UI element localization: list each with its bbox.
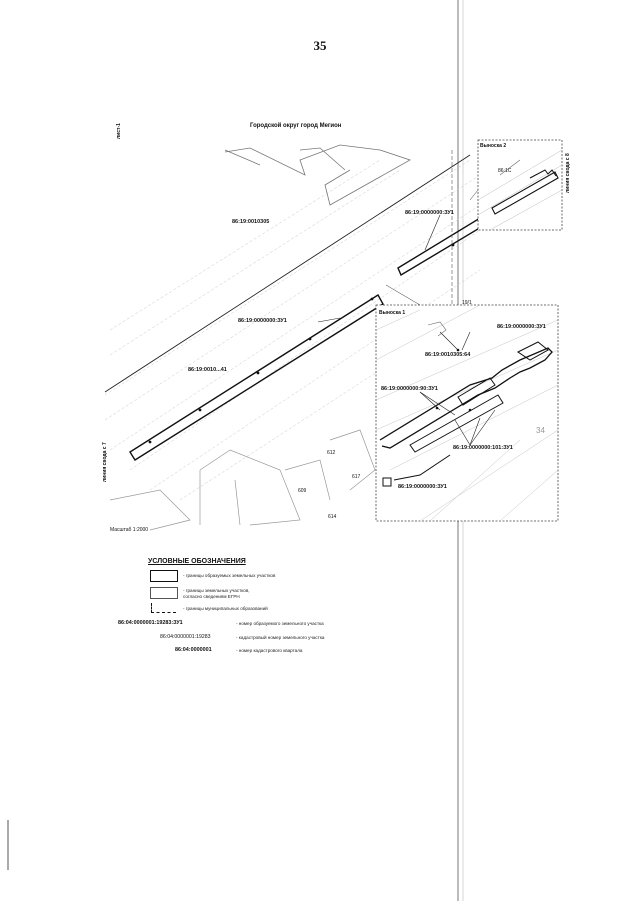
- block-label: 86:19:0010305: [232, 219, 270, 225]
- legend-title: УСЛОВНЫЕ ОБОЗНАЧЕНИЯ: [148, 558, 246, 565]
- map-scale: Масштаб 1:2000: [110, 527, 149, 533]
- callout-1-parcel-a: 86:19:0000000:ЗУ1: [497, 324, 546, 330]
- callout-1-number-34: 34: [536, 426, 545, 435]
- number-bottom: 614: [328, 514, 337, 520]
- side-label-right: линия свода с 8: [565, 153, 571, 193]
- side-label-top-left: лист-1: [116, 123, 122, 139]
- legend-symbol-egrn-parcel: [150, 587, 178, 599]
- callout-2-parcel: 86:1С: [498, 168, 512, 174]
- callout-1-parcel-d: 86:19:0000000:101:ЗУ1: [453, 445, 513, 451]
- callout-1-top-number: 19/1: [462, 300, 472, 306]
- legend-code-cadastral: 86:04:0000001:19283: [160, 634, 211, 640]
- legend-row-egrn-parcel: - границы земельных участков, согласно с…: [183, 588, 250, 599]
- map-title: Городской округ город Мегион: [250, 123, 342, 129]
- page-number: 35: [313, 38, 327, 53]
- callout-1-parcel-e: 86:19:0000000:ЗУ1: [398, 484, 447, 490]
- legend-symbol-new-parcel: [150, 570, 178, 582]
- side-label-left: линия свода с 7: [102, 442, 108, 482]
- legend-code-new-parcel-desc: - номер образуемого земельного участка: [236, 621, 324, 626]
- legend-row-municipal: - границы муниципальных образований: [183, 606, 268, 611]
- parcel-label-small: 86:19:0010...41: [188, 367, 227, 373]
- legend-code-new-parcel: 86:04:0000001:19283:ЗУ1: [118, 620, 183, 626]
- legend-code-quarter-desc: - номер кадастрового квартала: [236, 648, 303, 653]
- callout-1-parcel-b: 86:19:0010305:64: [425, 352, 471, 358]
- callout-1-parcel-c: 86:19:0000000:90:ЗУ1: [381, 386, 438, 392]
- number-609: 609: [298, 488, 307, 494]
- number-612: 612: [327, 450, 336, 456]
- legend-symbol-municipal: [151, 603, 176, 613]
- legend-code-quarter: 86:04:0000001: [175, 647, 212, 653]
- number-617: 617: [352, 474, 361, 480]
- parcel-label-top: 86:19:0000000:ЗУ1: [405, 210, 454, 216]
- legend-row-new-parcel: - границы образуемых земельных участков: [183, 573, 276, 578]
- callout-1-label: Выноска 1: [379, 310, 406, 316]
- legend-code-cadastral-desc: - кадастровый номер земельного участка: [236, 635, 325, 640]
- callout-2-label: Выноска 2: [480, 143, 507, 149]
- parcel-label-main: 86:19:0000000:ЗУ1: [238, 318, 287, 324]
